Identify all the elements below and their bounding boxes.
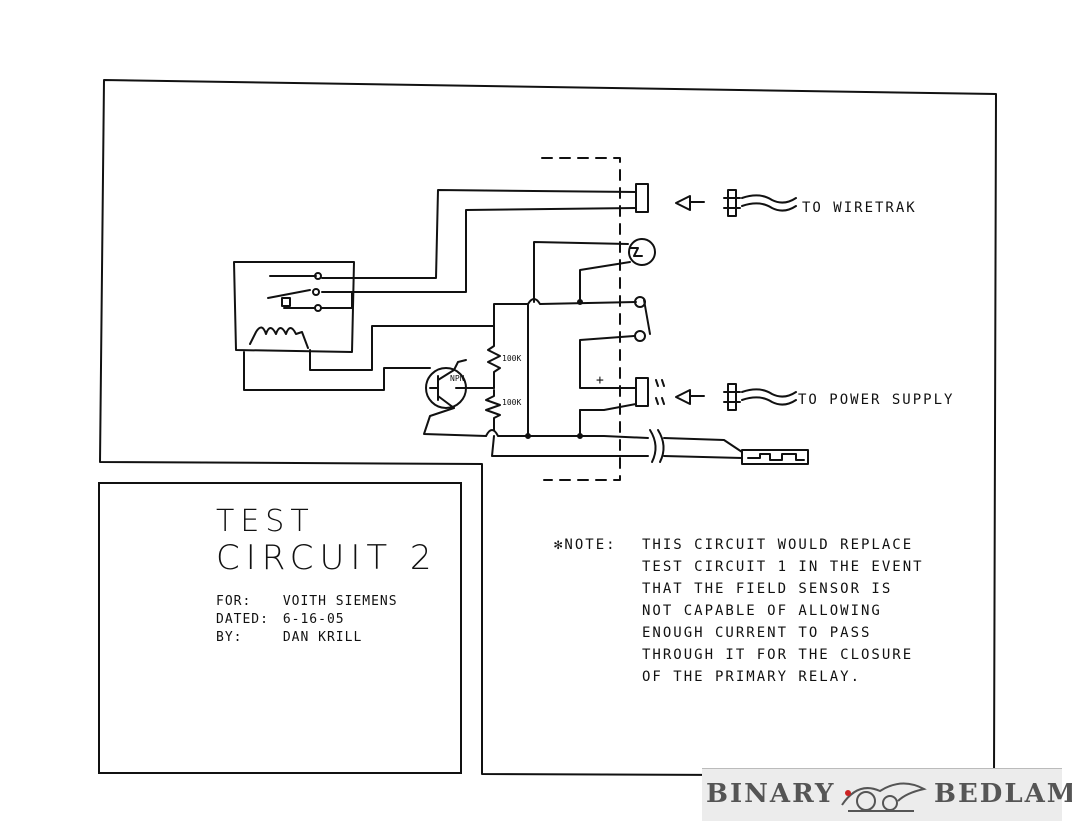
for-label: FOR: xyxy=(216,594,252,609)
wiretrak-plug xyxy=(727,189,737,217)
field-sensor-detail xyxy=(747,453,805,461)
dated-label: DATED: xyxy=(216,612,269,627)
binary-bedlam-logo: BINARY BEDLAM xyxy=(702,768,1072,821)
lamp-filament xyxy=(629,247,643,257)
note-line: THIS CIRCUIT WOULD REPLACE xyxy=(642,537,914,553)
frame-border xyxy=(99,79,997,777)
resistor-r1 xyxy=(487,327,501,389)
note-lead: ✻NOTE: xyxy=(554,537,617,553)
note-line: THAT THE FIELD SENSOR IS xyxy=(642,581,893,597)
relay-contact-dot xyxy=(314,304,322,312)
note-first-line: ✻NOTE: THIS CIRCUIT WOULD REPLACE xyxy=(554,534,974,556)
wire xyxy=(493,298,637,329)
wire xyxy=(579,335,635,389)
wire xyxy=(423,407,487,437)
note-line: THROUGH IT FOR THE CLOSURE xyxy=(642,647,914,663)
wire xyxy=(485,429,649,439)
dragon-emblem-icon xyxy=(841,782,927,812)
wire xyxy=(579,261,631,303)
relay-contact-block xyxy=(281,297,291,307)
wiretrak-plug xyxy=(723,197,741,209)
wiretrak-arrow xyxy=(675,195,705,211)
info-for: FOR: VOITH SIEMENS xyxy=(216,594,398,609)
label-minus: — xyxy=(594,403,602,417)
switch-lever xyxy=(643,299,651,335)
label-r2: 100K xyxy=(502,398,521,407)
wire xyxy=(579,387,637,411)
title-block: TEST CIRCUIT 2 FOR: VOITH SIEMENS DATED:… xyxy=(98,482,462,774)
by-value: DAN KRILL xyxy=(282,630,363,645)
relay-contact-dot xyxy=(312,288,320,296)
label-r1: 100K xyxy=(502,354,521,363)
wire xyxy=(663,437,743,459)
logo-word-2: BEDLAM xyxy=(934,779,1072,809)
junction-dot xyxy=(577,299,583,305)
power-plug xyxy=(727,383,737,411)
npn-transistor xyxy=(429,369,455,409)
note-line: TEST CIRCUIT 1 IN THE EVENT xyxy=(642,559,924,575)
power-cable xyxy=(741,388,797,406)
label-to-wiretrak: TO WIRETRAK xyxy=(802,200,917,216)
power-tick xyxy=(655,379,665,405)
power-plug xyxy=(723,391,741,403)
wire xyxy=(533,241,629,303)
wire xyxy=(453,359,467,371)
relay-contact xyxy=(267,275,317,309)
wire xyxy=(321,291,353,309)
label-plus: + xyxy=(596,373,604,388)
relay-coil xyxy=(249,326,309,349)
note-block: ✻NOTE: THIS CIRCUIT WOULD REPLACE TEST CI… xyxy=(554,534,974,688)
relay-contact-dot xyxy=(314,272,322,280)
title-line-2: CIRCUIT 2 xyxy=(216,538,438,578)
relay-box xyxy=(233,261,355,353)
wire xyxy=(309,325,495,371)
for-value: VOITH SIEMENS xyxy=(282,594,398,609)
junction-dot xyxy=(577,433,583,439)
info-by: BY: DAN KRILL xyxy=(216,630,362,645)
wire xyxy=(243,351,431,391)
lamp xyxy=(628,238,656,266)
terminal xyxy=(634,330,646,342)
note-line: NOT CAPABLE OF ALLOWING xyxy=(642,603,882,619)
enclosure-dashed xyxy=(541,157,621,481)
info-dated: DATED: 6-16-05 xyxy=(216,612,345,627)
wire xyxy=(491,435,649,457)
logo-word-1: BINARY xyxy=(706,779,836,809)
wiretrak-cable xyxy=(741,194,797,212)
wiretrak-connector xyxy=(635,183,649,213)
resistor-r2 xyxy=(485,389,501,431)
title-line-1: TEST xyxy=(216,504,315,539)
wire xyxy=(321,189,637,279)
label-to-power-supply: TO POWER SUPPLY xyxy=(798,392,954,408)
note-line: ENOUGH CURRENT TO PASS xyxy=(642,625,872,641)
by-label: BY: xyxy=(216,630,243,645)
power-connector xyxy=(635,377,649,407)
dated-value: 6-16-05 xyxy=(282,612,345,627)
field-sensor xyxy=(741,449,809,465)
junction-dot xyxy=(525,433,531,439)
note-line: OF THE PRIMARY RELAY. xyxy=(642,669,862,685)
power-arrow xyxy=(675,389,705,405)
cable-break xyxy=(649,429,665,463)
label-npn: NPN xyxy=(450,374,465,383)
wire xyxy=(321,207,637,293)
